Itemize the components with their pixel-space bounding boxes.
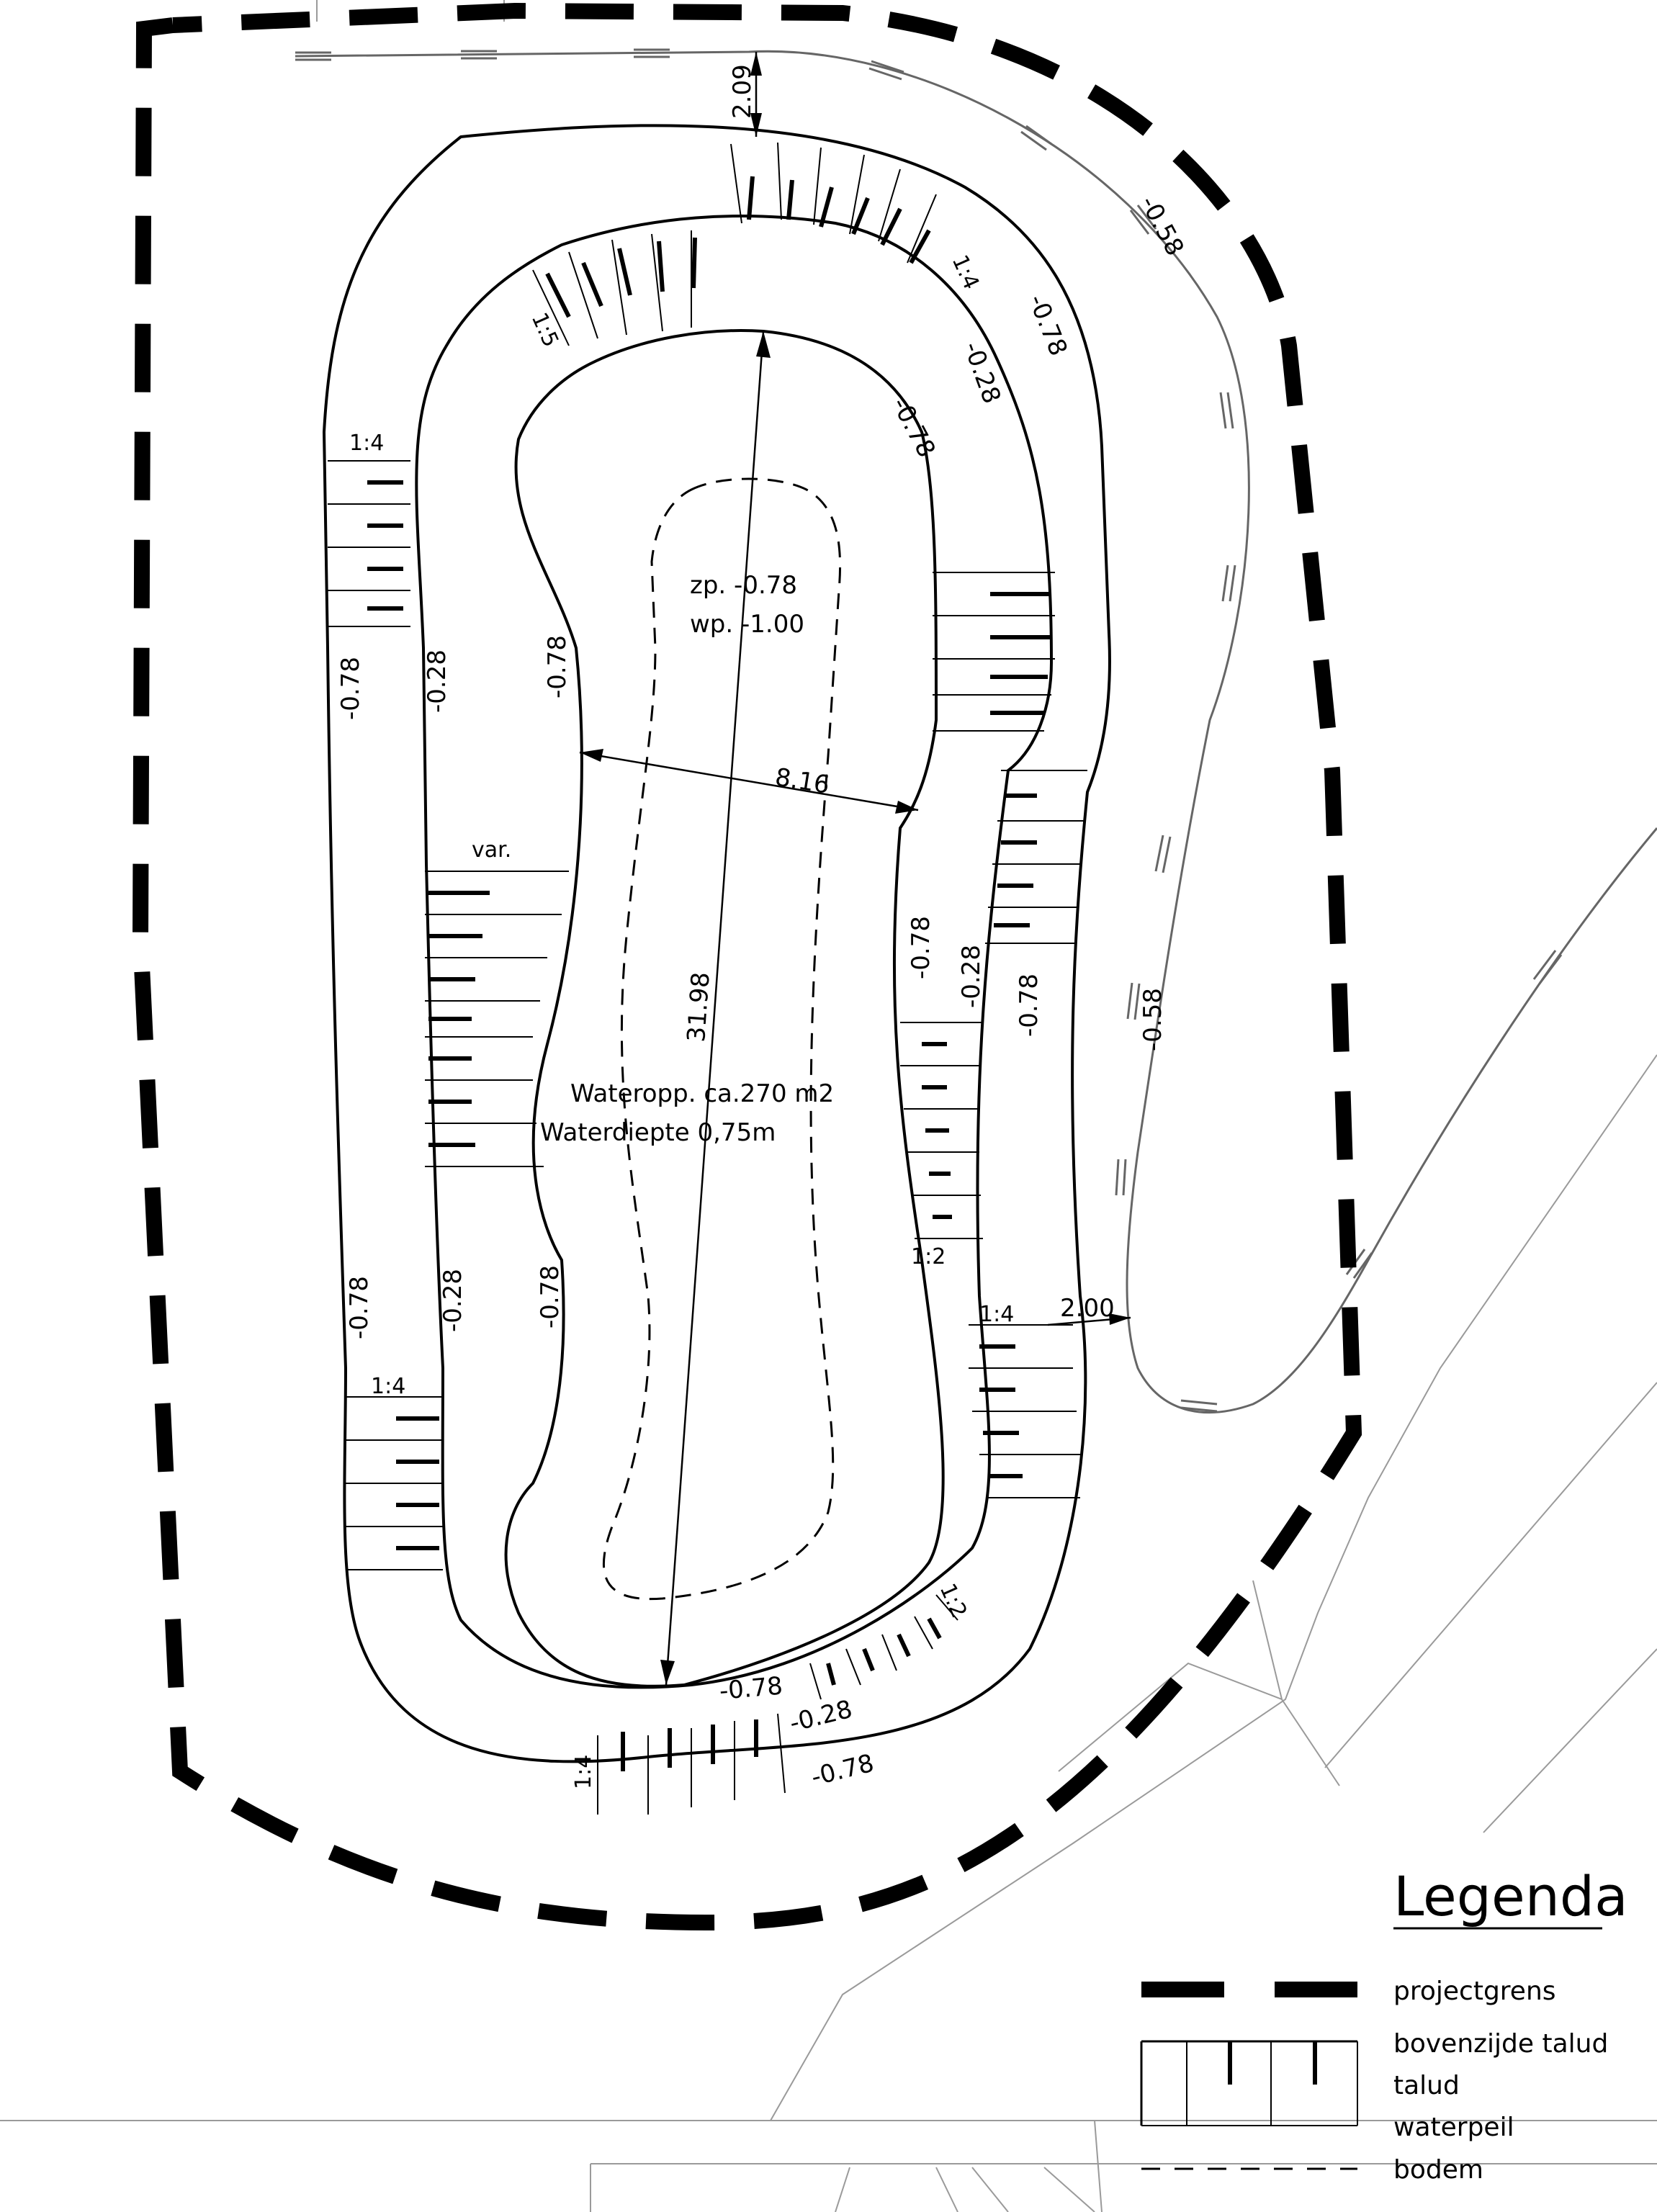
slope-ratio-label: 1:4 [571,1755,596,1789]
dim-width-line [579,751,919,811]
water-level-contour [504,329,945,1688]
slope-ratio-label: 1:4 [371,1374,405,1399]
legend-item-bodem: bodem [1393,2155,1483,2185]
level-label: -0.78 [543,635,572,698]
level-label: -0.78 [886,392,941,462]
level-label: -0.78 [907,916,935,979]
level-label: -0.78 [1015,974,1043,1037]
outer-contour [322,124,1111,1763]
legend: Legenda projectgrens bovenzijde talud ta… [1140,1864,1628,2185]
slope-ratio-label: 1:4 [979,1302,1014,1327]
pond-outlines [322,124,1111,1763]
bottom-level-label: zp. -0.78 [690,571,797,600]
level-label: -0.78 [809,1749,877,1792]
level-label: -0.28 [957,945,986,1008]
water-area-label: Wateropp. ca.270 m2 [570,1079,834,1108]
project-boundary [132,2,1362,1931]
level-label: -0.78 [536,1265,565,1328]
level-label: -0.58 [1139,988,1167,1051]
slope-ratio-label: 1:2 [935,1580,972,1622]
legend-item-talud: talud [1393,2071,1460,2100]
water-level-label: wp. -1.00 [690,610,804,639]
level-labels: -0.78 -0.28 -0.78 -0.78 -0.28 -0.78 -0.7… [336,191,1190,1791]
level-label: -0.28 [787,1695,856,1738]
level-label: -0.78 [345,1276,374,1339]
level-label: -0.78 [336,657,365,720]
level-label: -0.28 [439,1269,467,1332]
right-offset-label: 2.00 [1060,1294,1115,1323]
legend-title: Legenda [1393,1864,1628,1928]
legend-item-projectgrens: projectgrens [1393,1977,1556,2006]
pond-annotations: zp. -0.78 wp. -1.00 Wateropp. ca.270 m2 … [540,64,1115,1323]
water-depth-label: Waterdiepte 0,75m [540,1118,776,1147]
level-label: -0.78 [1023,290,1073,360]
pond-bottom [603,477,841,1601]
length-dimension-label: 31.98 [682,971,716,1043]
level-label: -0.78 [718,1671,783,1706]
top-offset-label: 2.09 [728,64,757,119]
contour-line [295,50,1657,1413]
slope-ratio-label: 1:4 [349,431,384,456]
level-label: -0.28 [423,649,452,713]
contour-ticks [295,48,1563,1413]
slope-hatching [328,142,1087,1815]
width-dimension-label: 8.16 [773,763,832,799]
slope-ratio-label: 1:2 [911,1244,946,1269]
dimension-arrows [580,52,1131,1685]
dim-length-line [665,331,765,1686]
legend-slope-symbol [1140,2040,1358,2126]
slope-variable-label: var. [472,837,511,863]
legend-item-bovenzijde-talud: bovenzijde talud [1393,2029,1608,2059]
legend-item-waterpeil: waterpeil [1393,2113,1514,2142]
level-label: -0.28 [958,338,1007,407]
slope-ratio-label: 1:5 [526,309,564,351]
slope-ratio-label: 1:4 [947,251,984,293]
upper-slope-contour [415,215,1054,1689]
